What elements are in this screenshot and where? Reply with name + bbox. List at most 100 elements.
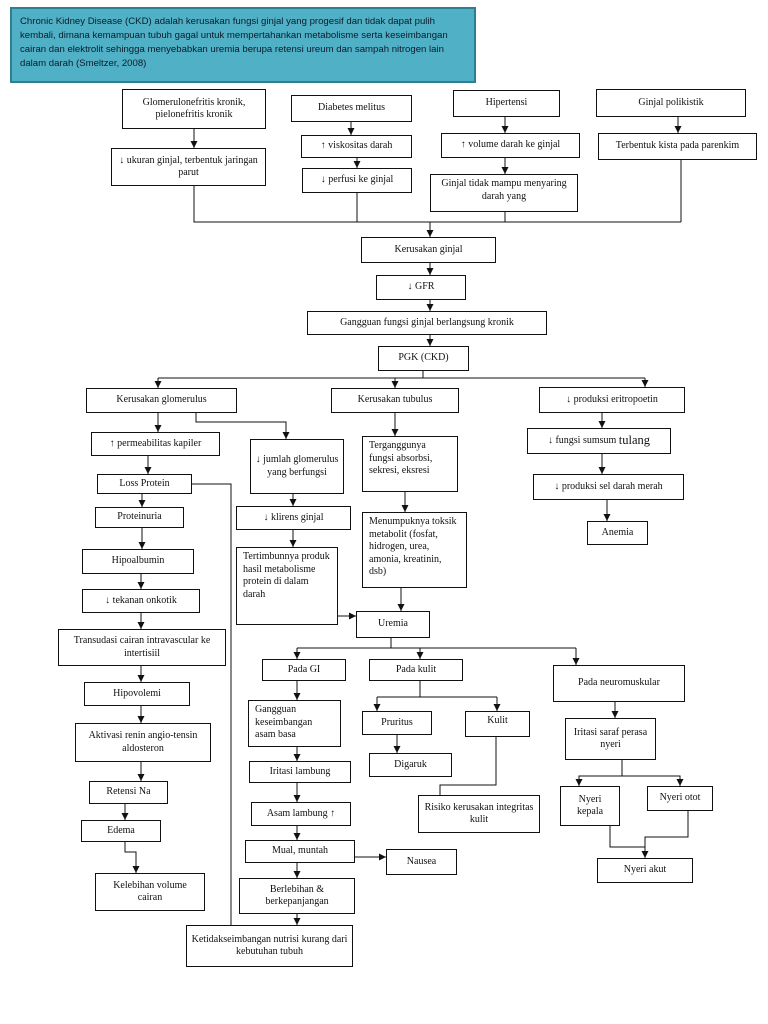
arrowhead: [501, 167, 509, 174]
node-produksi-sel-darah-merah: ↓ produksi sel darah merah: [533, 474, 684, 500]
node-fungsi-sumsum-tulang: ↓ fungsi sumsum tulang: [527, 428, 671, 454]
arrowhead: [289, 499, 297, 506]
arrowhead: [293, 693, 301, 700]
arrowhead: [293, 754, 301, 761]
arrowhead: [426, 339, 434, 346]
node-klirens-ginjal: ↓ klirens ginjal: [236, 506, 351, 530]
node-nyeri-otot: Nyeri otot: [647, 786, 713, 811]
connector-line: [578, 760, 623, 786]
arrowhead: [289, 540, 297, 547]
node-glomerulonefritis: Glomerulonefritis kronik, pielonefritis …: [122, 89, 266, 129]
arrowhead: [293, 918, 301, 925]
node-kista-parenkim: Terbentuk kista pada parenkim: [598, 133, 757, 160]
arrowhead: [598, 467, 606, 474]
arrowhead: [603, 514, 611, 521]
arrowhead: [379, 853, 386, 861]
connector-line: [609, 826, 645, 848]
arrowhead: [137, 582, 145, 589]
node-nausea: Nausea: [386, 849, 457, 875]
ckd-definition-text: Chronic Kidney Disease (CKD) adalah keru…: [20, 16, 448, 69]
node-hipoalbumin: Hipoalbumin: [82, 549, 194, 574]
node-kelebihan-volume-cairan: Kelebihan volume cairan: [95, 873, 205, 911]
node-ginjal-polikistik: Ginjal polikistik: [596, 89, 746, 117]
node-permeabilitas-kapiler: ↑ permeabilitas kapiler: [91, 432, 220, 456]
node-transudasi-cairan: Transudasi cairan intravascular ke inter…: [58, 629, 226, 666]
arrowhead: [598, 421, 606, 428]
node-kerusakan-tubulus: Kerusakan tubulus: [331, 388, 459, 413]
arrowhead: [611, 711, 619, 718]
node-asam-lambung: Asam lambung ↑: [251, 802, 351, 826]
node-berlebihan-berkepanjangan: Berlebihan & berkepanjangan: [239, 878, 355, 914]
node-gfr: ↓ GFR: [376, 275, 466, 300]
node-nyeri-kepala: Nyeri kepala: [560, 786, 620, 826]
node-kerusakan-ginjal: Kerusakan ginjal: [361, 237, 496, 263]
arrowhead: [353, 161, 361, 168]
node-pada-kulit: Pada kulit: [369, 659, 463, 681]
arrowhead: [391, 381, 399, 388]
node-menumpuknya-toksik: Menumpuknya toksik metabolit (fosfat, hi…: [362, 512, 467, 588]
arrowhead: [190, 141, 198, 148]
arrowhead: [137, 622, 145, 629]
connector-line: [124, 842, 137, 873]
node-mual-muntah: Mual, muntah: [245, 840, 355, 863]
node-volume-darah: ↑ volume darah ke ginjal: [441, 133, 580, 158]
arrowhead: [137, 716, 145, 723]
node-tertimbunnya-produk: Tertimbunnya produk hasil metabolisme pr…: [236, 547, 338, 625]
arrowhead: [138, 542, 146, 549]
node-risiko-kerusakan-kulit: Risiko kerusakan integritas kulit: [418, 795, 540, 833]
arrowhead: [416, 652, 424, 659]
node-gangguan-fungsi-ginjal: Gangguan fungsi ginjal berlangsung kroni…: [307, 311, 547, 335]
arrowhead: [282, 432, 290, 439]
node-iritasi-lambung: Iritasi lambung: [249, 761, 351, 783]
fungsi-sumsum-tail: tulang: [618, 433, 651, 448]
node-terganggunya-fungsi: Terganggunya fungsi absorbsi, sekresi, e…: [362, 436, 458, 492]
arrowhead: [137, 774, 145, 781]
node-diabetes-melitus: Diabetes melitus: [291, 95, 412, 122]
node-anemia: Anemia: [587, 521, 648, 545]
arrowhead: [493, 704, 501, 711]
arrowhead: [347, 128, 355, 135]
arrowhead: [397, 604, 405, 611]
node-kulit: Kulit: [465, 711, 530, 737]
arrowhead: [121, 813, 129, 820]
ckd-definition-box: Chronic Kidney Disease (CKD) adalah keru…: [10, 7, 476, 83]
node-viskositas-darah: ↑ viskositas darah: [301, 135, 412, 158]
connector-line: [644, 811, 689, 858]
node-pada-gi: Pada GI: [262, 659, 346, 681]
arrowhead: [641, 851, 649, 858]
node-aktivasi-renin: Aktivasi renin angio-tensin aldosteron: [75, 723, 211, 762]
node-jumlah-glomerulus: ↓ jumlah glomerulus yang berfungsi: [250, 439, 344, 494]
arrowhead: [426, 230, 434, 237]
arrowhead: [293, 652, 301, 659]
node-tekanan-onkotik: ↓ tekanan onkotik: [82, 589, 200, 613]
arrowhead: [501, 126, 509, 133]
node-pada-neuromuskular: Pada neuromuskular: [553, 665, 685, 702]
arrowhead: [575, 779, 583, 786]
arrowhead: [154, 425, 162, 432]
node-nyeri-akut: Nyeri akut: [597, 858, 693, 883]
arrowhead: [293, 833, 301, 840]
fungsi-sumsum-label: ↓ fungsi sumsum: [547, 434, 617, 446]
arrowhead: [393, 746, 401, 753]
arrowhead: [373, 704, 381, 711]
node-iritasi-saraf: Iritasi saraf perasa nyeri: [565, 718, 656, 760]
node-ginjal-tidak-mampu: Ginjal tidak mampu menyaring darah yang: [430, 174, 578, 212]
arrowhead: [391, 429, 399, 436]
node-digaruk: Digaruk: [369, 753, 452, 777]
arrowhead: [154, 381, 162, 388]
arrowhead: [138, 500, 146, 507]
arrowhead: [426, 304, 434, 311]
node-proteinuria: Proteinuria: [95, 507, 184, 528]
arrowhead: [401, 505, 409, 512]
node-pgk-ckd: PGK (CKD): [378, 346, 469, 371]
node-retensi-na: Retensi Na: [89, 781, 168, 804]
connector-line: [192, 483, 232, 925]
arrowhead: [349, 612, 356, 620]
arrowhead: [137, 675, 145, 682]
connector-line: [579, 775, 681, 786]
node-edema: Edema: [81, 820, 161, 842]
arrowhead: [572, 658, 580, 665]
arrowhead: [676, 779, 684, 786]
node-loss-protein: Loss Protein: [97, 474, 192, 494]
node-perfusi-ginjal: ↓ perfusi ke ginjal: [302, 168, 412, 193]
